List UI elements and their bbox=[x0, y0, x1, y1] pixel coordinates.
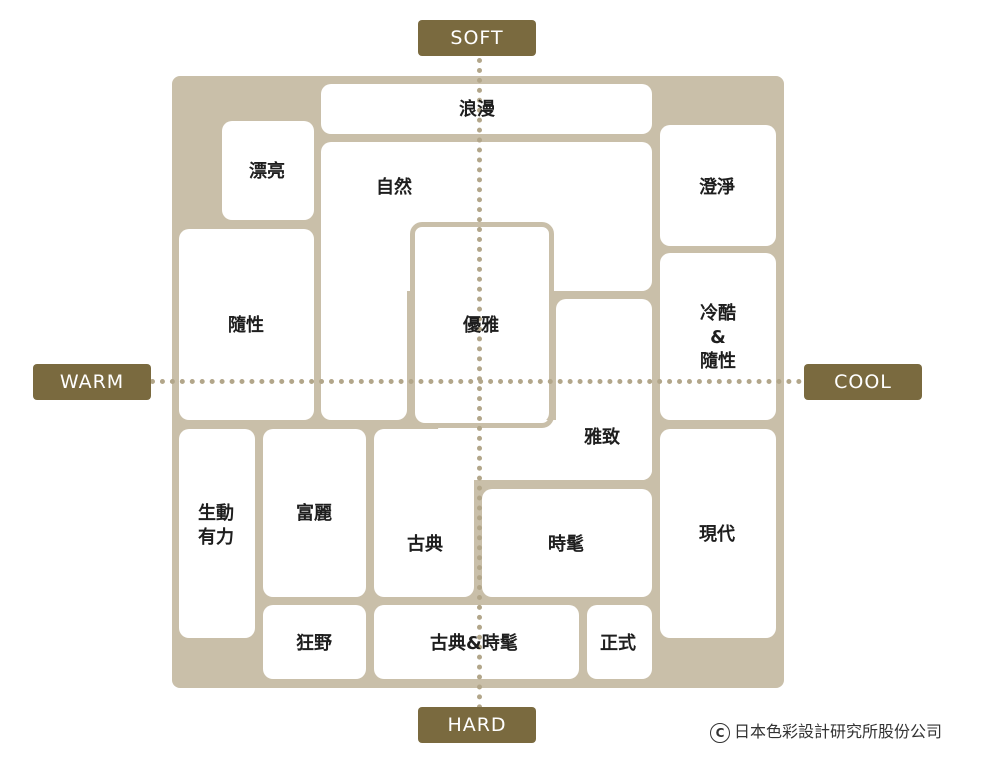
label-yazhi: 雅致 bbox=[584, 427, 620, 448]
label-amp: & bbox=[710, 327, 726, 348]
cell-fuli bbox=[263, 429, 366, 597]
label-zhengshi: 正式 bbox=[600, 633, 636, 654]
label-piaoliang: 漂亮 bbox=[249, 161, 285, 182]
cell-youya bbox=[415, 227, 549, 423]
cell-piaoliang bbox=[222, 121, 314, 220]
cell-shimao bbox=[482, 489, 652, 597]
label-chengjing: 澄淨 bbox=[699, 177, 735, 198]
label-kuangye: 狂野 bbox=[296, 633, 332, 654]
copyright-text: 日本色彩設計研究所股份公司 bbox=[734, 722, 943, 741]
cell-xiandai bbox=[660, 429, 776, 638]
cell-gudian-shimao bbox=[374, 605, 579, 679]
youya-frame bbox=[410, 222, 554, 428]
label-xiandai: 現代 bbox=[699, 524, 735, 545]
label-fuli: 富麗 bbox=[296, 503, 332, 524]
copyright-icon: C bbox=[710, 722, 730, 743]
axis-label-hard: HARD bbox=[418, 707, 536, 743]
axis-label-warm: WARM bbox=[33, 364, 151, 400]
cell-lengku-suixing bbox=[660, 253, 776, 420]
cell-zhengshi bbox=[587, 605, 652, 679]
cell-ziran-lower bbox=[321, 270, 407, 420]
label-gudian: 古典 bbox=[407, 534, 443, 555]
label-shengdong-1: 生動 bbox=[198, 503, 234, 524]
vertical-axis-line bbox=[477, 58, 482, 710]
label-gudian-shimao: 古典&時髦 bbox=[430, 633, 518, 654]
axis-label-soft: SOFT bbox=[418, 20, 536, 56]
label-ziran: 自然 bbox=[376, 177, 412, 198]
cell-chengjing bbox=[660, 125, 776, 246]
label-suixing-right: 隨性 bbox=[700, 351, 736, 372]
label-shengdong-2: 有力 bbox=[198, 527, 234, 548]
label-langman: 浪漫 bbox=[459, 99, 495, 120]
cell-suixing-left bbox=[179, 229, 314, 420]
cell-shengdong bbox=[179, 429, 255, 638]
cell-gudian bbox=[374, 429, 474, 597]
cell-langman bbox=[321, 84, 652, 134]
label-shimao: 時髦 bbox=[548, 534, 584, 555]
horizontal-axis-line bbox=[150, 379, 802, 384]
label-youya: 優雅 bbox=[463, 315, 499, 336]
cell-kuangye bbox=[263, 605, 366, 679]
label-lengku: 冷酷 bbox=[700, 303, 736, 324]
label-suixing-left: 隨性 bbox=[228, 315, 264, 336]
axis-label-cool: COOL bbox=[804, 364, 922, 400]
